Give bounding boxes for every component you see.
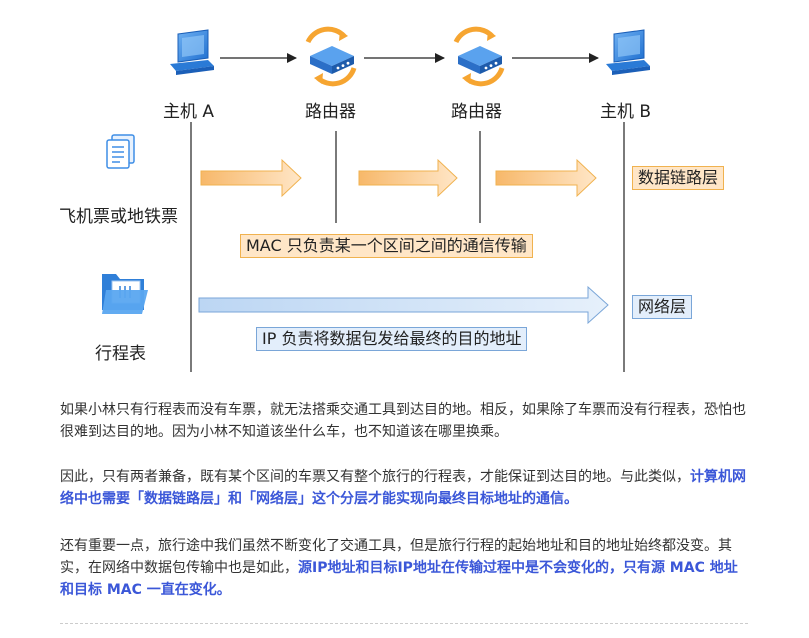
computer-icon — [170, 29, 214, 75]
network-layer-label: 网络层 — [632, 295, 693, 319]
mac-note: MAC 只负责某一个区间之间的通信传输 — [240, 234, 533, 258]
router-icon — [453, 26, 505, 87]
computer-icon — [606, 29, 650, 75]
paragraph-3-highlight: 源IP地址和目标IP地址在传输过程中是不会变化的，只有源 MAC 地址和目标 M… — [60, 560, 738, 598]
folder-icon — [102, 274, 148, 314]
paragraph-1: 如果小林只有行程表而没有车票，就无法搭乘交通工具到达目的地。相反，如果除了车票而… — [60, 402, 746, 440]
router-1-label: 路由器 — [305, 102, 356, 122]
data-link-layer-label: 数据链路层 — [632, 166, 725, 190]
paragraph-2-text: 因此，只有两者兼备，既有某个区间的车票又有整个旅行的行程表，才能保证到达目的地。… — [60, 469, 690, 485]
ticket-label: 飞机票或地铁票 — [59, 207, 178, 227]
data-link-arrow-3 — [495, 158, 597, 198]
paragraph-2-highlight: 计算机网络中也需要「数据链路层」和「网络层」这个分层才能实现向最终目标地址的通信… — [60, 469, 746, 507]
paragraph-3: 还有重要一点，旅行途中我们虽然不断变化了交通工具，但是旅行行程的起始地址和目的地… — [60, 535, 750, 601]
network-layer-arrow — [198, 285, 609, 325]
divider — [60, 623, 748, 624]
host-b-label: 主机 B — [600, 102, 652, 122]
paragraph-2: 因此，只有两者兼备，既有某个区间的车票又有整个旅行的行程表，才能保证到达目的地。… — [60, 466, 750, 510]
ticket-document-icon — [106, 134, 135, 169]
network-layer-diagram — [102, 26, 650, 372]
itinerary-label: 行程表 — [95, 344, 146, 364]
data-link-arrow-1 — [200, 158, 302, 198]
router-icon — [305, 26, 357, 87]
host-a-label: 主机 A — [163, 102, 215, 122]
data-link-arrow-2 — [358, 158, 458, 198]
router-2-label: 路由器 — [451, 102, 502, 122]
ip-note: IP 负责将数据包发给最终的目的地址 — [256, 327, 528, 351]
paragraph-3-text: 还有重要一点，旅行途中我们虽然不断变化了交通工具，但是旅行行程的起始地址和目的地… — [60, 538, 732, 576]
